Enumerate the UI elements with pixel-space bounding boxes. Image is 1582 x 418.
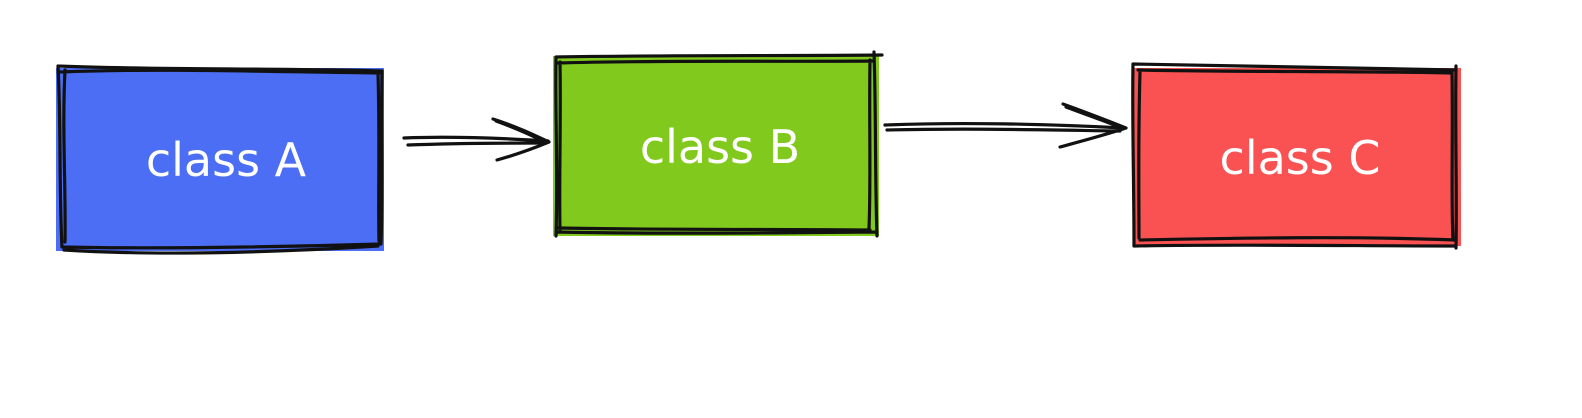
- edge-b-to-c[interactable]: [883, 102, 1128, 149]
- node-class-b-border: [554, 50, 884, 238]
- node-class-c-border: [1131, 62, 1458, 250]
- node-class-c-fill: [1133, 68, 1461, 246]
- edge-a-to-b-arrowhead: [491, 117, 551, 162]
- node-class-a[interactable]: class A: [56, 64, 384, 255]
- edge-b-to-c-line: [883, 121, 1126, 133]
- node-class-a-label: class A: [146, 133, 307, 187]
- edge-a-to-b-line: [402, 135, 550, 147]
- node-class-b-fill: [553, 56, 879, 236]
- node-class-c-label: class C: [1220, 131, 1381, 185]
- node-class-c[interactable]: class C: [1131, 62, 1461, 250]
- node-class-b-label: class B: [640, 120, 800, 174]
- node-class-a-border: [56, 64, 384, 255]
- edge-a-to-b[interactable]: [402, 117, 551, 162]
- edge-b-to-c-arrowhead: [1058, 102, 1128, 149]
- node-class-a-fill: [56, 68, 384, 251]
- node-class-b[interactable]: class B: [553, 50, 884, 238]
